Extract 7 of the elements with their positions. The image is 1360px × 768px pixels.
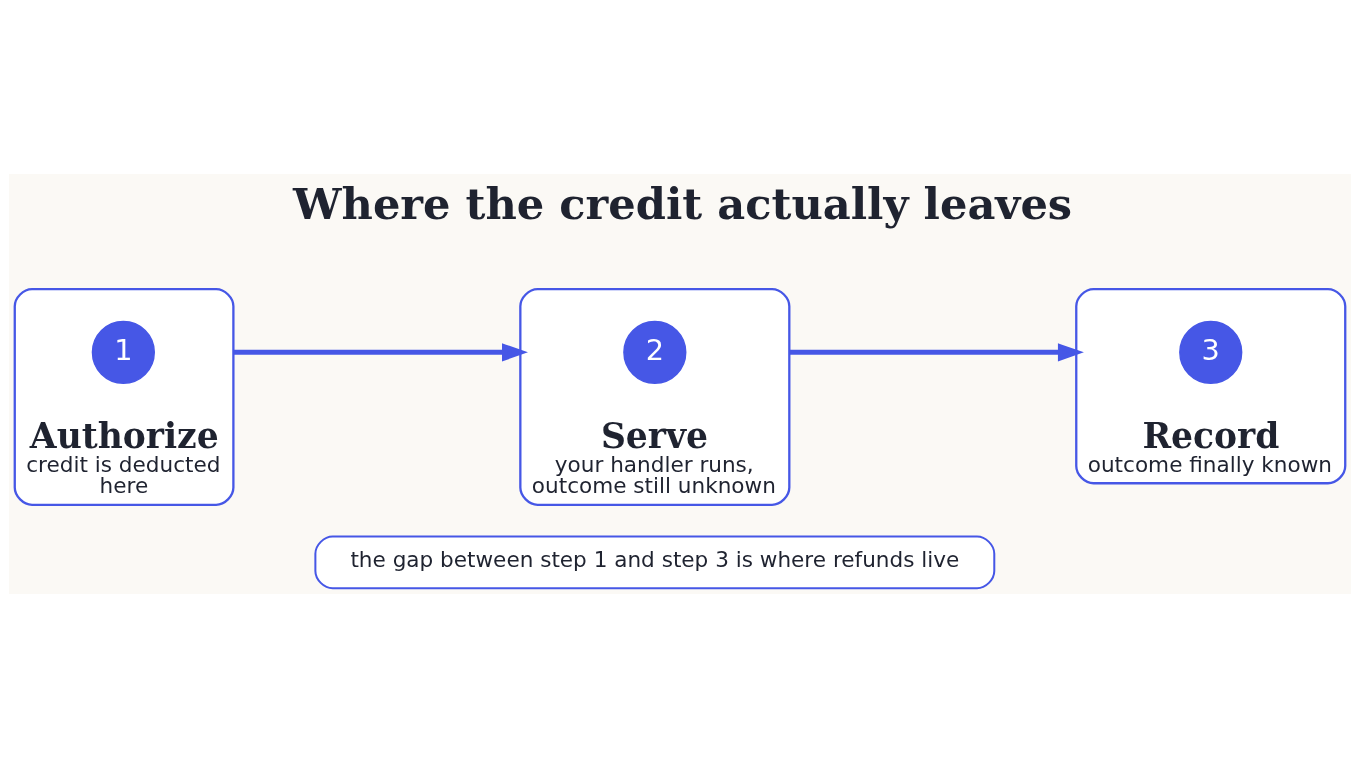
arrow xyxy=(789,343,1084,362)
node-circle: 3 xyxy=(1179,320,1243,384)
diagram-title: Where the credit actually leaves xyxy=(293,177,1073,229)
node-circle: 2 xyxy=(623,320,687,384)
node-circle: 1 xyxy=(91,320,155,384)
node-box: the gap between step 1 and step 3 is where refunds live xyxy=(314,535,996,590)
arrow xyxy=(233,343,528,362)
